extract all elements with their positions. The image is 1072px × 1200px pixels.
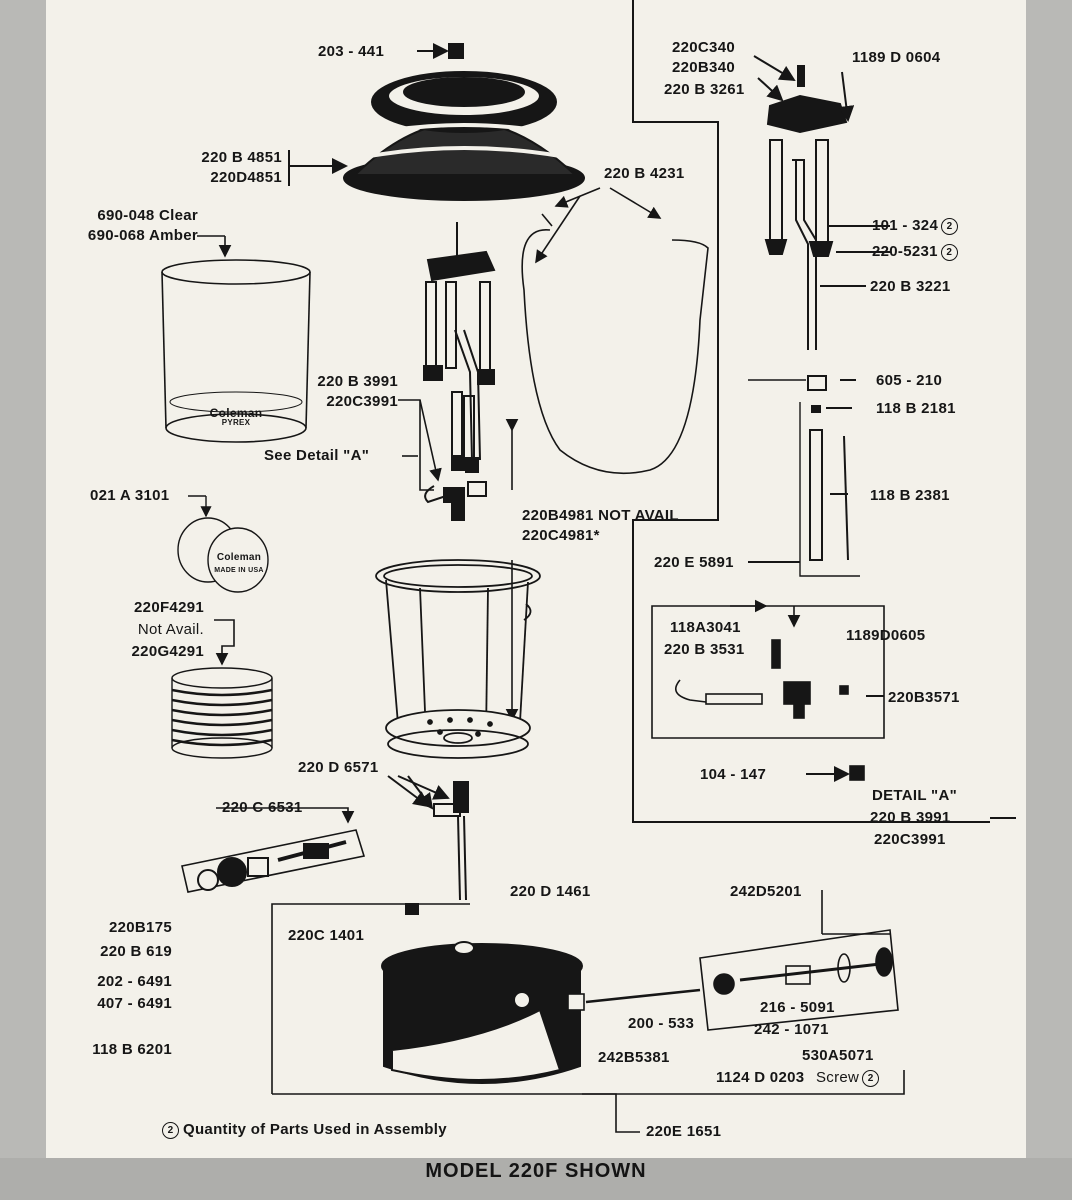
label-220D4851: 220D4851 (210, 169, 282, 186)
legend-quantity-text: Quantity of Parts Used in Assembly (183, 1121, 447, 1138)
label-202-6491: 202 - 6491 (97, 973, 172, 990)
label-detail-a: DETAIL "A" (872, 787, 958, 804)
label-021A3101: 021 A 3101 (90, 487, 170, 504)
detail-a-box (651, 605, 885, 781)
qty-two-badge: 2 (941, 217, 959, 235)
label-220B3531: 220 B 3531 (664, 641, 745, 658)
label-220C3991: 220C3991 (326, 393, 398, 410)
detail-boundary-line (632, 0, 990, 823)
label-not-avail: Not Avail. (137, 621, 204, 638)
ventilator-icon (288, 71, 585, 201)
draft-coil-icon (171, 619, 273, 759)
label-220C6531: 220 C 6531 (222, 799, 303, 816)
label-220C1401: 220C 1401 (288, 927, 365, 944)
label-220C340: 220C340 (672, 39, 735, 56)
qty-two-badge: 2 (862, 1069, 880, 1087)
label-220B3571: 220B3571 (888, 689, 960, 706)
label-220C4981: 220C4981* (522, 527, 600, 544)
mantles-icon (177, 495, 269, 593)
footer-band (0, 1158, 1072, 1200)
label-690-048: 690-048 Clear (97, 207, 198, 224)
globe-brand-mark: Coleman (209, 406, 263, 420)
label-220B4231: 220 B 4231 (604, 165, 685, 182)
qty-two-badge: 2 (940, 243, 958, 261)
label-220D1461: 220 D 1461 (510, 883, 591, 900)
label-200-533: 200 - 533 (628, 1015, 695, 1032)
label-1124D0203: 1124 D 0203 (716, 1069, 805, 1086)
label-104-147: 104 - 147 (700, 766, 767, 783)
label-605-210: 605 - 210 (876, 372, 943, 389)
label-220B3221: 220 B 3221 (870, 278, 951, 295)
label-407-6491: 407 - 6491 (97, 995, 172, 1012)
label-see-detail-a: See Detail "A" (264, 447, 370, 464)
label-220B3261: 220 B 3261 (664, 81, 745, 98)
label-203-441: 203 - 441 (318, 43, 385, 60)
burner-cap-icon (753, 55, 860, 577)
burner-frame-icon (423, 222, 496, 521)
label-220E1651: 220E 1651 (646, 1123, 722, 1140)
label-220B4851: 220 B 4851 (201, 149, 282, 166)
label-216-5091: 216 - 5091 (760, 999, 835, 1016)
qty-two-badge: 2 (162, 1121, 179, 1139)
mantle-brand-mark: Coleman (216, 552, 262, 563)
label-1189D0604: 1189 D 0604 (852, 49, 941, 66)
label-220B340: 220B340 (672, 59, 735, 76)
label-220E5891: 220 E 5891 (654, 554, 734, 571)
label-242B5381: 242B5381 (598, 1049, 670, 1066)
label-220B4981: 220B4981 NOT AVAIL (522, 507, 679, 524)
label-118B2181: 118 B 2181 (876, 400, 956, 417)
label-detail-220C3991: 220C3991 (874, 831, 946, 848)
fuel-valve-icon (387, 775, 469, 901)
label-220G4291: 220G4291 (131, 643, 204, 660)
label-101-324-text: 101 - 324 (872, 217, 939, 234)
model-title: MODEL 220F SHOWN (425, 1160, 647, 1182)
label-220F4291: 220F4291 (134, 599, 204, 616)
cap-nut-icon (417, 43, 464, 59)
label-220B3991: 220 B 3991 (317, 373, 398, 390)
fuel-tank-icon (381, 903, 583, 1084)
label-690-068: 690-068 Amber (87, 227, 198, 244)
valve-stem-assembly-icon (181, 807, 366, 893)
pump-assembly-icon (567, 929, 899, 1031)
label-220B175: 220B175 (109, 919, 172, 936)
label-118B2381: 118 B 2381 (870, 487, 950, 504)
glass-globe-icon (161, 235, 311, 443)
label-detail-220B3991: 220 B 3991 (870, 809, 951, 826)
label-242-1071: 242 - 1071 (754, 1021, 829, 1038)
label-220-5231-text: 220-5231 (872, 243, 938, 260)
label-118A3041: 118A3041 (670, 619, 741, 636)
label-screw-text: Screw (816, 1069, 860, 1086)
mantle-sub-mark: MADE IN USA (214, 567, 264, 574)
label-242D5201: 242D5201 (730, 883, 802, 900)
frame-cage-icon (375, 559, 541, 759)
label-220B619: 220 B 619 (100, 943, 172, 960)
tank-bracket-line (271, 903, 470, 1094)
label-530A5071: 530A5071 (802, 1047, 874, 1064)
label-220D6571: 220 D 6571 (298, 759, 379, 776)
bail-handle-icon (521, 187, 709, 475)
globe-sub-mark: PYREX (221, 418, 251, 427)
label-1189D0605: 1189D0605 (846, 627, 926, 644)
label-118B6201: 118 B 6201 (92, 1041, 172, 1058)
